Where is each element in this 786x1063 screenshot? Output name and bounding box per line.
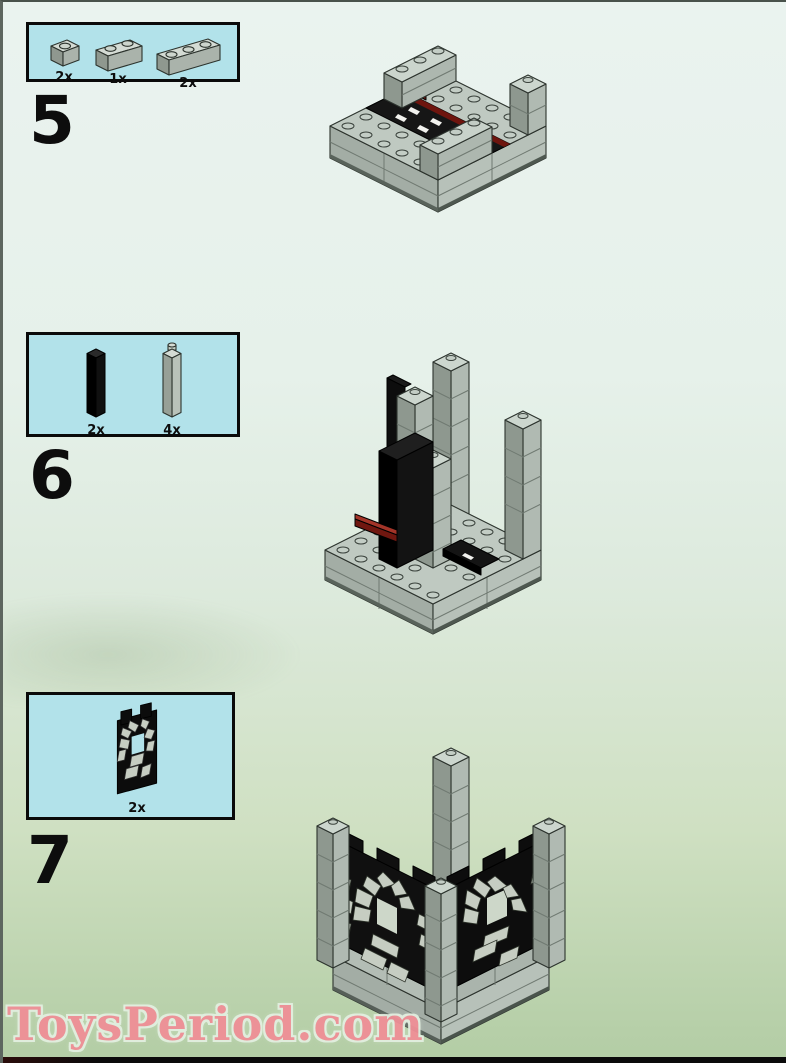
step6-assembly-illustration <box>324 352 542 635</box>
step7-assembly-illustration <box>316 747 566 1045</box>
castle-wall-panel-icon <box>116 702 158 795</box>
page-bottom-edge <box>3 1057 786 1063</box>
column-1x1-black-icon <box>86 348 106 418</box>
part-brick-1x3: 2x <box>151 30 225 90</box>
part-column-black: 2x <box>81 341 111 437</box>
step7-parts-callout: 2x <box>26 692 235 820</box>
background-hills-texture <box>3 594 303 704</box>
part-brick-1x2: 1x <box>90 30 146 86</box>
part-qty: 1x <box>109 72 127 87</box>
part-brick-1x1: 2x <box>43 30 85 84</box>
step-number-6: 6 <box>29 437 75 514</box>
brick-1x1-icon <box>50 39 80 67</box>
part-qty: 2x <box>55 70 73 85</box>
part-column-gray: 4x <box>157 341 187 437</box>
part-qty: 2x <box>128 801 146 816</box>
brick-1x3-icon <box>156 38 221 76</box>
part-wall-panel: 2x <box>97 701 177 815</box>
step6-parts-callout: 2x 4x <box>26 332 240 437</box>
step5-assembly-illustration <box>329 45 547 213</box>
part-qty: 4x <box>163 423 181 438</box>
part-qty: 2x <box>87 423 105 438</box>
watermark-text: ToysPeriod.com <box>7 997 424 1051</box>
brick-1x2-icon <box>95 39 143 72</box>
step-number-7: 7 <box>27 822 73 899</box>
step-number-5: 5 <box>29 82 75 159</box>
part-qty: 2x <box>179 76 197 91</box>
step5-parts-callout: 2x 1x 2x <box>26 22 240 90</box>
column-1x1-gray-icon <box>162 342 182 418</box>
